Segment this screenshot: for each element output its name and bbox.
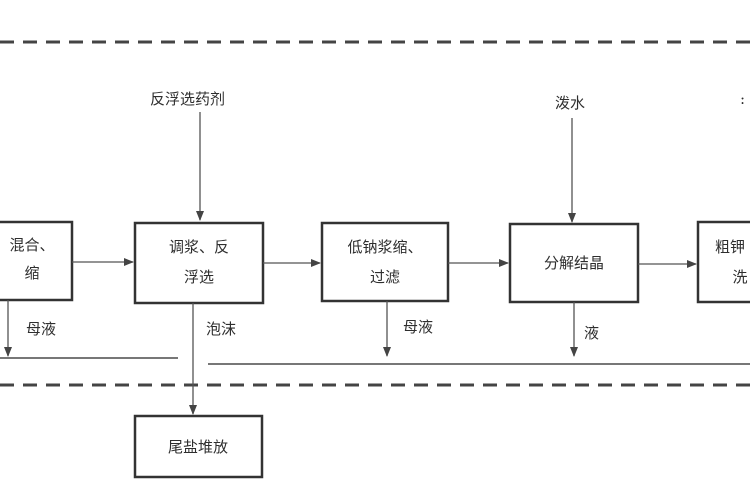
- mother-liquor-label-1: 母液: [26, 320, 56, 338]
- svg-text:分解结晶: 分解结晶: [544, 254, 604, 272]
- svg-text:洗: 洗: [732, 268, 747, 286]
- svg-text:浮选: 浮选: [184, 268, 214, 286]
- svg-text:尾盐堆放: 尾盐堆放: [168, 438, 228, 456]
- slurry-flotation-box: 调浆、反 浮选: [133, 221, 265, 305]
- svg-text:缩: 缩: [24, 264, 39, 282]
- liquid-label: 液: [584, 324, 599, 342]
- product-box: 粗钾 洗: [696, 220, 750, 304]
- svg-text:粗钾: 粗钾: [715, 238, 745, 256]
- svg-text:过滤: 过滤: [370, 268, 400, 286]
- tailings-storage-box: 尾盐堆放: [133, 414, 264, 479]
- svg-text:混合、: 混合、: [9, 236, 54, 254]
- reagent-input-label: 反浮选药剂: [150, 90, 225, 108]
- mixing-box: 混合、 缩: [0, 220, 74, 302]
- foam-label: 泡沫: [206, 320, 236, 338]
- decomposition-box: 分解结晶: [508, 222, 640, 304]
- potassium-filter-box: 低钠浆缩、 过滤: [320, 221, 450, 303]
- partial-edge-label: :: [740, 90, 745, 108]
- svg-text:低钠浆缩、: 低钠浆缩、: [347, 238, 422, 256]
- water-input-label: 泼水: [555, 94, 585, 112]
- mother-liquor-label-2: 母液: [403, 318, 433, 336]
- svg-text:调浆、反: 调浆、反: [169, 238, 229, 256]
